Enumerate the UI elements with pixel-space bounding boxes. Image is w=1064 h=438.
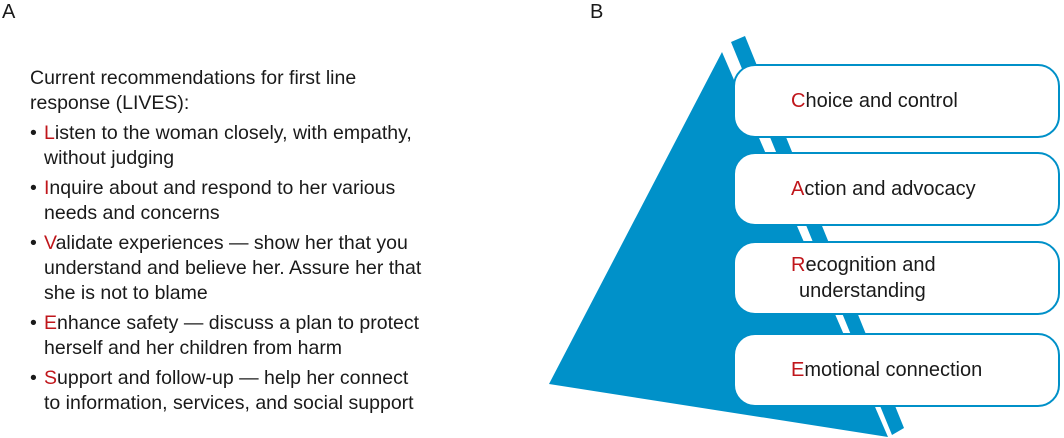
acronym-letter: R: [791, 254, 806, 276]
pyramid-box: Emotional connection: [733, 333, 1060, 407]
acronym-letter: E: [791, 359, 805, 381]
list-item: • Support and follow-up — help her connec…: [30, 366, 421, 416]
item-text: isten to the woman closely, with empathy…: [54, 122, 412, 144]
intro-line: Current recommendations for first line: [30, 67, 357, 89]
acronym-letter: A: [791, 178, 805, 200]
item-line: Enhance safety — discuss a plan to prote…: [44, 311, 421, 336]
item-text: she is not to blame: [44, 282, 208, 304]
bullet-icon: •: [30, 177, 37, 199]
item-text: herself and her children from harm: [44, 337, 343, 359]
box-line: understanding: [735, 278, 1058, 304]
box-text: understanding: [799, 280, 926, 302]
box-line: Emotional connection: [735, 357, 1058, 383]
list-item: • Validate experiences — show her that yo…: [30, 231, 421, 306]
box-text: motional connection: [804, 359, 983, 381]
item-line: Listen to the woman closely, with empath…: [44, 121, 421, 146]
item-text: alidate experiences — show her that you: [55, 232, 408, 254]
item-text: to information, services, and social sup…: [44, 392, 414, 414]
item-line: herself and her children from harm: [44, 336, 421, 361]
item-text: nquire about and respond to her various: [49, 177, 396, 199]
box-text: ecognition and: [805, 254, 936, 276]
acronym-letter: I: [44, 177, 50, 199]
intro-text: Current recommendations for first line r…: [30, 66, 421, 116]
box-text: ction and advocacy: [804, 178, 976, 200]
bullet-icon: •: [30, 122, 37, 144]
item-line: without judging: [44, 146, 421, 171]
list-item: • Enhance safety — discuss a plan to prot…: [30, 311, 421, 361]
item-line: Support and follow-up — help her connect: [44, 366, 421, 391]
acronym-letter: V: [44, 232, 56, 254]
panel-b-label: B: [590, 1, 604, 23]
box-line: Recognition and: [735, 252, 1058, 278]
intro-line: response (LIVES):: [30, 92, 190, 114]
box-line: Action and advocacy: [735, 176, 1058, 202]
item-text: without judging: [44, 147, 175, 169]
list-item: • Inquire about and respond to her variou…: [30, 176, 421, 226]
pyramid-box: Action and advocacy: [733, 152, 1060, 226]
box-text: hoice and control: [805, 90, 958, 112]
acronym-letter: L: [44, 122, 55, 144]
item-text: nhance safety — discuss a plan to protec…: [57, 312, 420, 334]
item-line: she is not to blame: [44, 281, 421, 306]
bullet-icon: •: [30, 232, 37, 254]
item-line: needs and concerns: [44, 201, 421, 226]
item-line: understand and believe her. Assure her t…: [44, 256, 421, 281]
item-text: understand and believe her. Assure her t…: [44, 257, 422, 279]
panel-a-label: A: [2, 1, 16, 23]
bullet-icon: •: [30, 312, 37, 334]
list-item: • Listen to the woman closely, with empat…: [30, 121, 421, 171]
pyramid-box: Choice and control: [733, 64, 1060, 138]
box-line: Choice and control: [735, 88, 1058, 114]
lives-list-panel: Current recommendations for first line r…: [30, 66, 421, 416]
acronym-letter: E: [44, 312, 58, 334]
acronym-letter: C: [791, 90, 806, 112]
item-text: needs and concerns: [44, 202, 220, 224]
acronym-letter: S: [44, 367, 58, 389]
item-line: to information, services, and social sup…: [44, 391, 421, 416]
item-line: Inquire about and respond to her various: [44, 176, 421, 201]
item-line: Validate experiences — show her that you: [44, 231, 421, 256]
bullet-icon: •: [30, 367, 37, 389]
item-text: upport and follow-up — help her connect: [57, 367, 409, 389]
